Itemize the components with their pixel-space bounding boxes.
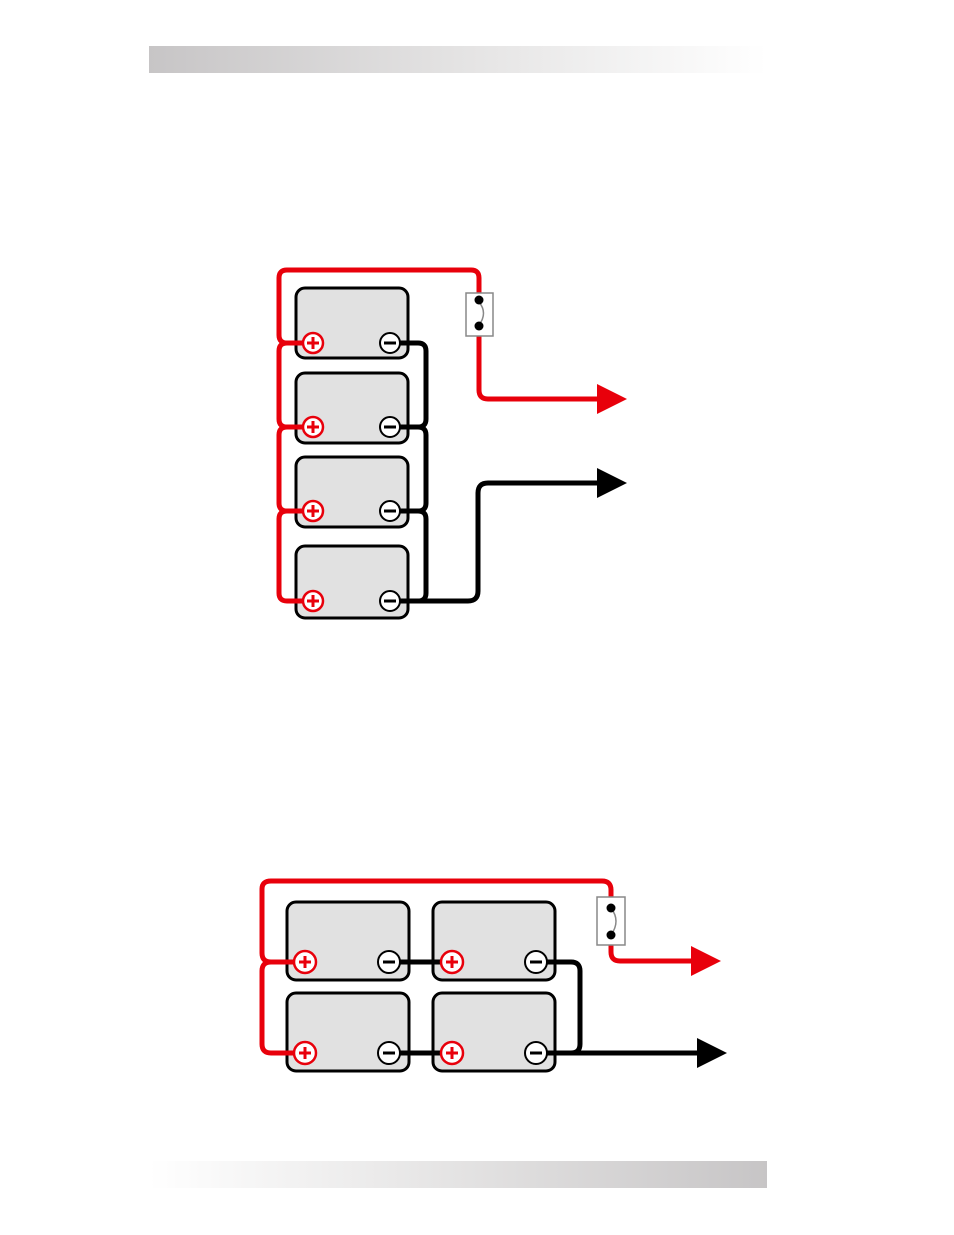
fuse-icon — [596, 896, 626, 946]
plus-terminal-icon — [292, 949, 318, 975]
positive-output-wire — [608, 935, 721, 976]
minus-terminal-icon — [379, 332, 401, 354]
minus-terminal-icon — [379, 590, 401, 612]
plus-terminal-icon — [292, 1040, 318, 1066]
negative-output-wire — [390, 468, 627, 604]
diagram-1 — [276, 267, 627, 620]
minus-terminal-icon — [379, 416, 401, 438]
minus-terminal-icon — [524, 950, 548, 974]
minus-terminal-icon — [379, 500, 401, 522]
plus-terminal-icon — [301, 331, 325, 355]
plus-terminal-icon — [301, 499, 325, 523]
diagram-2 — [259, 878, 727, 1073]
positive-jumper — [276, 508, 313, 604]
minus-terminal-icon — [524, 1041, 548, 1065]
plus-terminal-icon — [439, 949, 465, 975]
minus-terminal-icon — [377, 1041, 401, 1065]
footer-bar — [149, 1161, 767, 1188]
minus-terminal-icon — [377, 950, 401, 974]
positive-fuse-wire — [276, 267, 482, 346]
fuse-icon — [465, 292, 494, 337]
positive-fuse-wire — [259, 878, 614, 965]
plus-terminal-icon — [439, 1040, 465, 1066]
plus-terminal-icon — [301, 415, 325, 439]
plus-terminal-icon — [301, 589, 325, 613]
header-bar — [149, 46, 767, 73]
positive-output-wire — [476, 326, 627, 414]
